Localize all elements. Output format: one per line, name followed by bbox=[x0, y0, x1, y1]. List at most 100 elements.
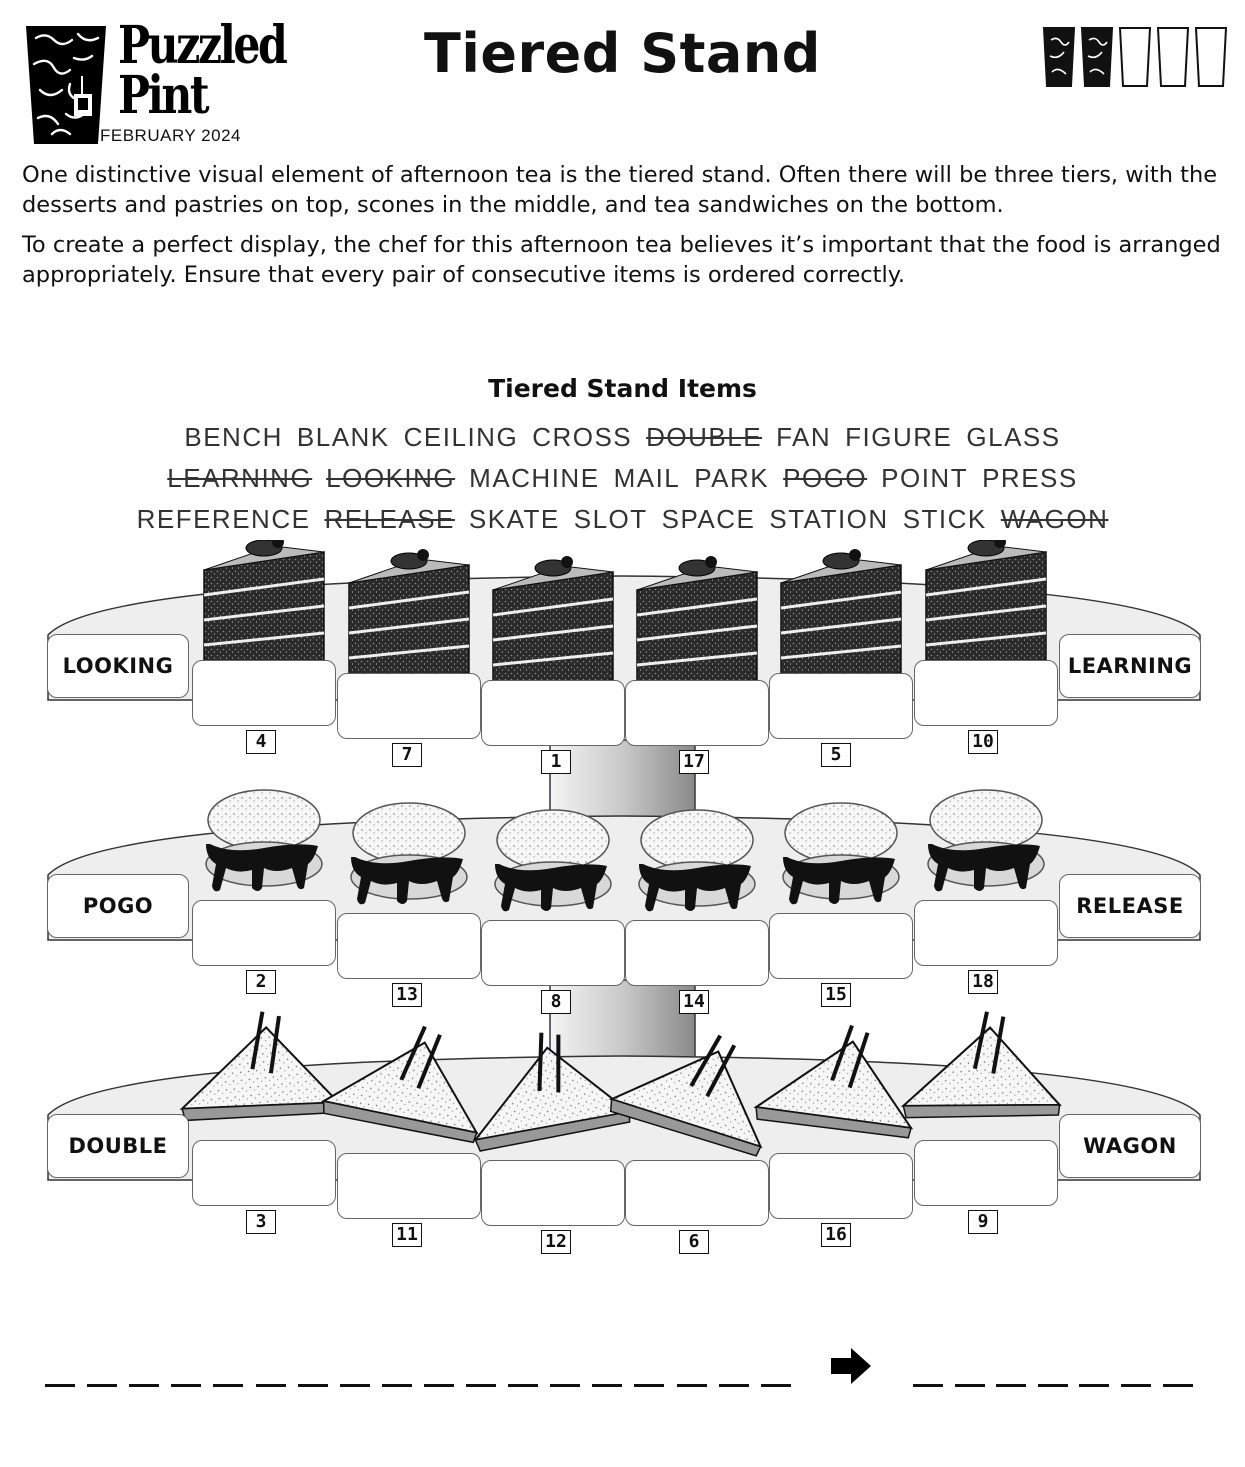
word-bank-item: POINT bbox=[881, 463, 969, 493]
scone-icon bbox=[638, 809, 756, 912]
answer-blank-first-word[interactable] bbox=[760, 1384, 791, 1387]
answer-blank-first-word[interactable] bbox=[466, 1384, 496, 1387]
answer-blank-first-word[interactable] bbox=[423, 1384, 454, 1387]
answer-blank-first-word[interactable] bbox=[129, 1384, 160, 1387]
word-bank-item: SPACE bbox=[661, 504, 756, 534]
word-bank-item: CEILING bbox=[403, 422, 519, 452]
pint-empty-icon bbox=[1118, 27, 1152, 87]
cake-slice-icon bbox=[492, 556, 614, 691]
answer-blank-second-word[interactable] bbox=[1121, 1384, 1151, 1387]
word-bank-item: STATION bbox=[769, 504, 889, 534]
word-bank-item: FAN bbox=[776, 422, 832, 452]
word-bank-item: MACHINE bbox=[469, 463, 600, 493]
scone-icon bbox=[205, 789, 323, 892]
item-number-badge: 3 bbox=[246, 1210, 276, 1234]
sandwich-icon bbox=[320, 1025, 479, 1144]
answer-blank-second-word[interactable] bbox=[996, 1384, 1027, 1387]
answer-box[interactable] bbox=[192, 1140, 336, 1206]
answer-box[interactable] bbox=[769, 913, 913, 979]
intro-paragraph-1: One distinctive visual element of aftern… bbox=[22, 162, 1218, 218]
word-bank-item: BLANK bbox=[296, 422, 390, 452]
arrow-right-icon bbox=[831, 1348, 871, 1384]
tray-plate bbox=[47, 815, 1201, 941]
answer-box[interactable] bbox=[625, 1160, 769, 1226]
answer-box[interactable] bbox=[481, 680, 625, 746]
scone-icon bbox=[494, 809, 612, 912]
answer-box[interactable] bbox=[192, 660, 336, 726]
word-bank-item: BENCH bbox=[184, 422, 283, 452]
tier-2-left-label: POGO bbox=[47, 874, 189, 938]
item-number-badge: 9 bbox=[968, 1210, 998, 1234]
scone-icon bbox=[350, 802, 468, 905]
item-number-badge: 5 bbox=[821, 743, 851, 767]
answer-box[interactable] bbox=[337, 1153, 481, 1219]
answer-box[interactable] bbox=[769, 1153, 913, 1219]
answer-blank-first-word[interactable] bbox=[592, 1384, 623, 1387]
answer-blank-first-word[interactable] bbox=[213, 1384, 244, 1387]
answer-blank-second-word[interactable] bbox=[1037, 1384, 1068, 1387]
item-number-badge: 17 bbox=[679, 750, 709, 774]
word-bank-item: FIGURE bbox=[845, 422, 953, 452]
answer-box[interactable] bbox=[481, 1160, 625, 1226]
item-number-badge: 18 bbox=[968, 970, 998, 994]
answer-blank-first-word[interactable] bbox=[634, 1384, 665, 1387]
answer-blank-first-word[interactable] bbox=[339, 1384, 370, 1387]
word-bank-item: SLOT bbox=[573, 504, 648, 534]
answer-blank-second-word[interactable] bbox=[1079, 1384, 1110, 1387]
tier-3-right-label: WAGON bbox=[1059, 1114, 1201, 1178]
answer-blank-first-word[interactable] bbox=[171, 1384, 202, 1387]
item-number-badge: 6 bbox=[679, 1230, 709, 1254]
answer-box[interactable] bbox=[337, 673, 481, 739]
answer-box[interactable] bbox=[192, 900, 336, 966]
answer-box[interactable] bbox=[625, 680, 769, 746]
item-number-badge: 10 bbox=[968, 730, 998, 754]
item-number-badge: 8 bbox=[541, 990, 571, 1014]
cake-slice-icon bbox=[203, 540, 325, 671]
cake-slice-icon bbox=[925, 540, 1047, 671]
item-number-badge: 4 bbox=[246, 730, 276, 754]
answer-blank-first-word[interactable] bbox=[381, 1384, 412, 1387]
word-bank-item: STICK bbox=[902, 504, 987, 534]
item-number-badge: 16 bbox=[821, 1223, 851, 1247]
answer-box[interactable] bbox=[914, 1140, 1058, 1206]
answer-blank-second-word[interactable] bbox=[954, 1384, 985, 1387]
cake-slice-icon bbox=[348, 549, 470, 684]
answer-blank-first-word[interactable] bbox=[550, 1384, 581, 1387]
word-bank-title: Tiered Stand Items bbox=[488, 374, 757, 403]
answer-blank-first-word[interactable] bbox=[676, 1384, 707, 1387]
answer-box[interactable] bbox=[625, 920, 769, 986]
word-bank-item: CROSS bbox=[532, 422, 633, 452]
answer-blank-first-word[interactable] bbox=[45, 1384, 75, 1387]
page-title: Tiered Stand bbox=[424, 22, 821, 85]
tier-3-left-label: DOUBLE bbox=[47, 1114, 189, 1178]
pint-empty-icon bbox=[1156, 27, 1190, 87]
item-number-badge: 14 bbox=[679, 990, 709, 1014]
answer-box[interactable] bbox=[481, 920, 625, 986]
tray-plate bbox=[47, 575, 1201, 701]
answer-box[interactable] bbox=[914, 900, 1058, 966]
answer-blank-first-word[interactable] bbox=[508, 1384, 539, 1387]
difficulty-rating bbox=[1042, 27, 1228, 87]
pint-empty-icon bbox=[1194, 27, 1228, 87]
item-number-badge: 1 bbox=[541, 750, 571, 774]
pint-filled-icon bbox=[1042, 27, 1076, 87]
answer-box[interactable] bbox=[769, 673, 913, 739]
answer-blank-second-word[interactable] bbox=[1162, 1384, 1193, 1387]
answer-blank-second-word[interactable] bbox=[913, 1384, 943, 1387]
word-bank-item: SKATE bbox=[468, 504, 560, 534]
tier-1-right-label: LEARNING bbox=[1059, 634, 1201, 698]
answer-blank-first-word[interactable] bbox=[297, 1384, 328, 1387]
answer-blank-first-word[interactable] bbox=[87, 1384, 118, 1387]
sandwich-icon bbox=[608, 1034, 763, 1157]
answer-blank-first-word[interactable] bbox=[255, 1384, 286, 1387]
pint-filled-icon bbox=[1080, 27, 1114, 87]
answer-box[interactable] bbox=[337, 913, 481, 979]
answer-box[interactable] bbox=[914, 660, 1058, 726]
item-number-badge: 12 bbox=[541, 1230, 571, 1254]
word-bank-item: PARK bbox=[694, 463, 770, 493]
answer-blank-first-word[interactable] bbox=[718, 1384, 749, 1387]
item-number-badge: 2 bbox=[246, 970, 276, 994]
